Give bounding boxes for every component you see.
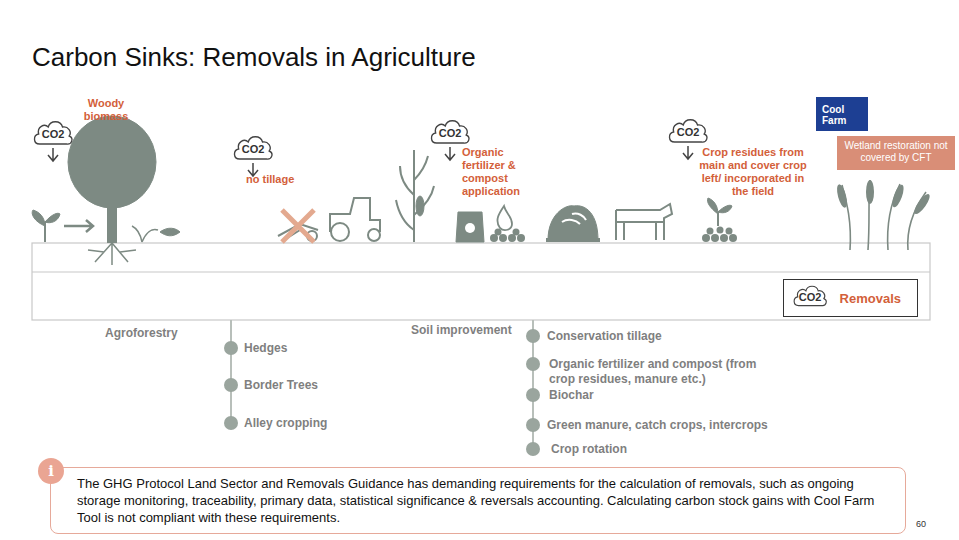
practice-label: Green manure, catch crops, intercrops (547, 418, 768, 433)
practice-label: Alley cropping (244, 416, 327, 431)
node-text: Removals (840, 291, 901, 306)
practice-label: Biochar (549, 388, 594, 403)
slide-title: Carbon Sinks: Removals in Agriculture (32, 42, 476, 73)
illustration-label: no tillage (246, 173, 294, 186)
co2-cloud: CO2 (667, 116, 709, 146)
practice-label: Organic fertilizer and compost (from cro… (549, 357, 779, 387)
practice-label: Hedges (244, 341, 287, 356)
ground-band (32, 243, 930, 320)
co2-cloud: CO2 (792, 283, 828, 309)
practice-label: Border Trees (244, 378, 318, 393)
co2-cloud: CO2 (232, 133, 274, 163)
plant-icons (32, 116, 932, 265)
timeline (224, 320, 540, 456)
cool-farm-logo: Cool Farm (816, 97, 868, 131)
co2-cloud: CO2 (429, 117, 471, 147)
co2-label: CO2 (242, 141, 265, 155)
co2-label: CO2 (677, 124, 700, 138)
down-arrows (48, 146, 813, 315)
practice-label: Crop rotation (551, 442, 627, 457)
wetland-note-box: Wetland restoration not covered by CFT (837, 136, 955, 170)
illustration-label: Woody biomass (78, 97, 134, 123)
co2-label: CO2 (439, 125, 462, 139)
illustration-label: Crop residues from main and cover crop l… (694, 146, 812, 198)
illustration-label: Organic fertilizer & compost application (462, 146, 534, 198)
page-number: 60 (916, 519, 926, 529)
info-icon: i (38, 458, 64, 484)
co2-label: CO2 (42, 126, 65, 140)
removals-box: Removals CO2 (783, 279, 918, 317)
node-text: i (48, 462, 54, 480)
node-text: Wetland restoration not covered by CFT (843, 140, 949, 164)
node-text: The GHG Protocol Land Sector and Removal… (77, 475, 891, 526)
practice-label: Soil improvement (411, 323, 512, 338)
info-note-box: The GHG Protocol Land Sector and Removal… (50, 467, 906, 534)
co2-cloud: CO2 (32, 118, 74, 148)
practice-label: Agroforestry (105, 326, 178, 341)
practice-label: Conservation tillage (547, 329, 662, 344)
co2-label: CO2 (799, 289, 822, 303)
node-text: Cool Farm (822, 104, 862, 126)
